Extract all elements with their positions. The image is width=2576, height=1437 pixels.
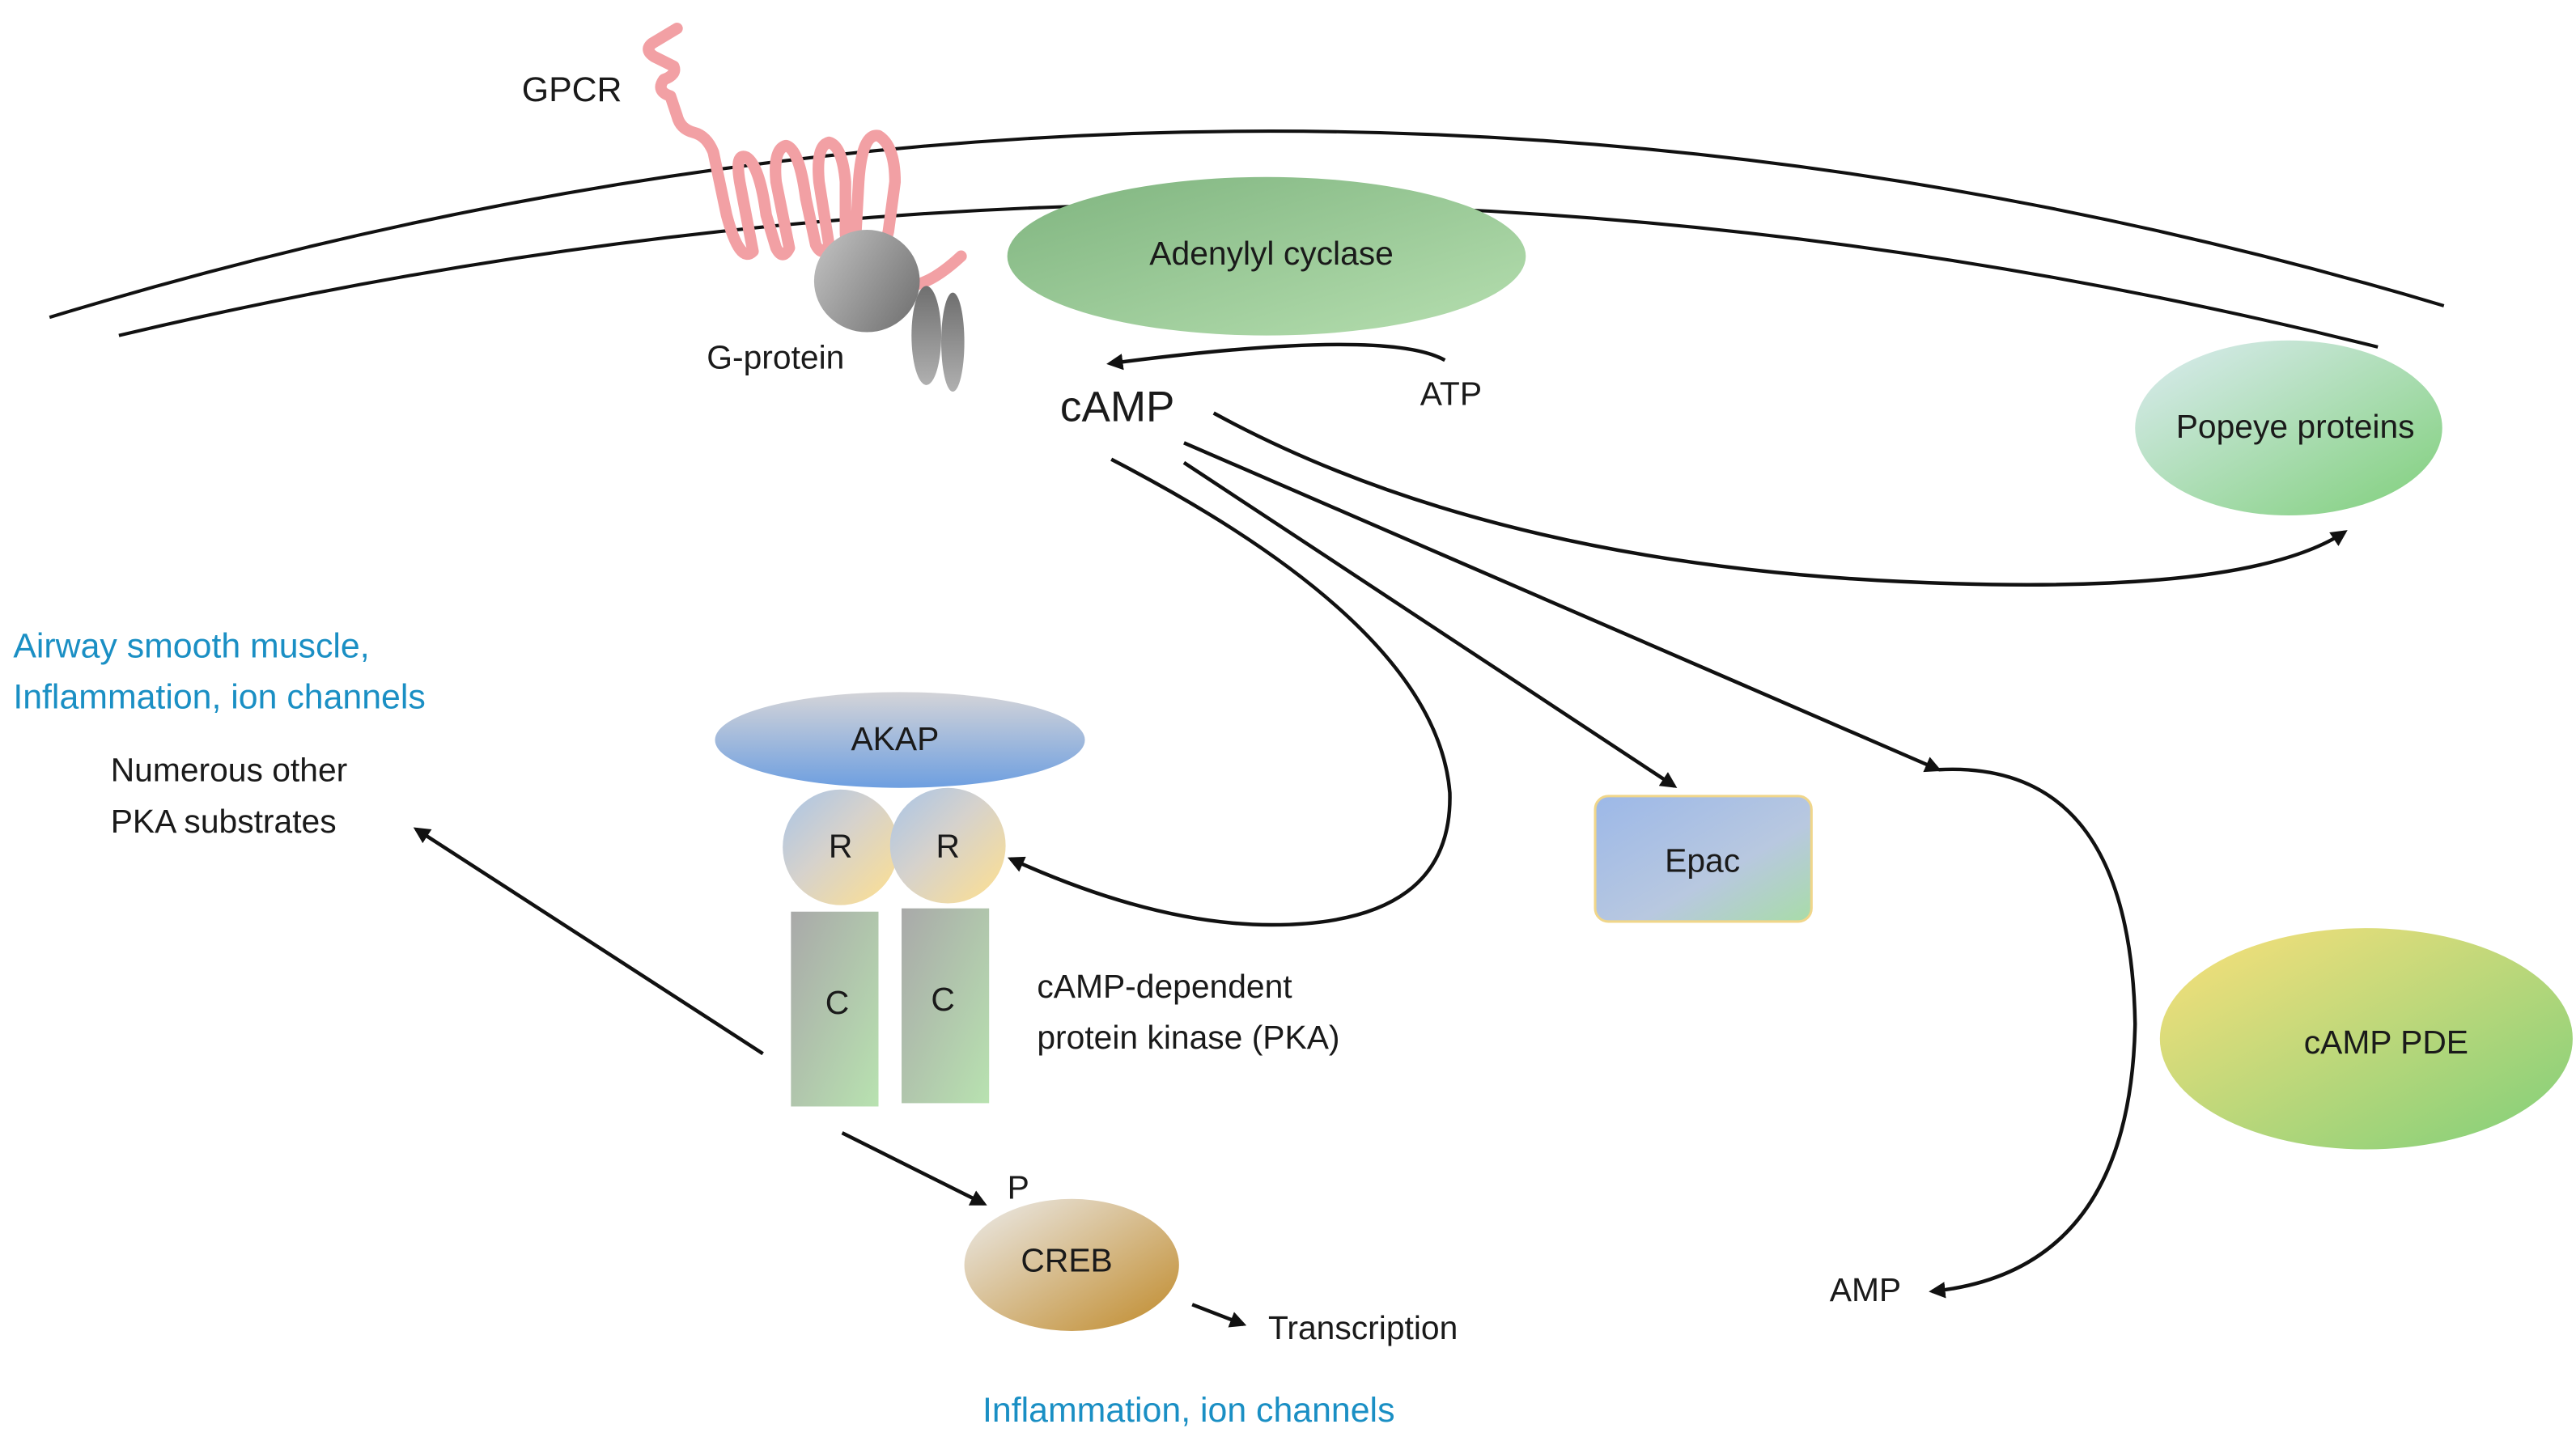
g-protein-label: G-protein — [707, 338, 844, 375]
creb-label: CREB — [1021, 1242, 1112, 1279]
creb-to-transcription-arrow — [1191, 1303, 1247, 1328]
akap-label: AKAP — [851, 720, 939, 757]
pka-catalytic-subunit-1 — [791, 911, 879, 1107]
camp-pde-label: cAMP PDE — [2304, 1024, 2468, 1061]
gpcr-receptor — [643, 22, 967, 292]
epac-label: Epac — [1665, 842, 1740, 880]
r1-label: R — [829, 827, 852, 864]
adenylyl-cyclase — [1007, 176, 1526, 336]
g-protein-alpha — [813, 230, 920, 333]
gpcr-label: GPCR — [522, 70, 622, 109]
pka-to-creb-arrow — [841, 1131, 987, 1206]
akap — [715, 692, 1085, 788]
camp-to-pde-arrow — [1183, 441, 1942, 773]
camp-to-pka-arrow — [1008, 457, 1452, 927]
atp-to-camp-arrow — [1106, 342, 1446, 371]
pka-to-substrates-arrow — [413, 827, 764, 1056]
airway-effects-line1: Airway smooth muscle, — [13, 627, 369, 666]
pka-regulatory-subunit-2 — [889, 787, 1006, 904]
camp-to-popeye-arrow — [1212, 411, 2348, 587]
r2-label: R — [936, 827, 959, 864]
adenylyl-cyclase-label: Adenylyl cyclase — [1149, 235, 1394, 272]
camp-label: cAMP — [1060, 384, 1174, 431]
camp-pde — [2159, 928, 2573, 1150]
phosphate-label: P — [1008, 1169, 1029, 1206]
creb — [964, 1198, 1179, 1331]
c1-label: C — [825, 984, 849, 1021]
substrates-line2: PKA substrates — [111, 803, 337, 840]
pka-regulatory-subunit-1 — [783, 789, 898, 905]
pde-to-amp-arrow — [1929, 767, 2137, 1299]
transcription-label: Transcription — [1268, 1309, 1458, 1346]
g-protein-gamma — [941, 292, 965, 392]
creb-effects-label: Inflammation, ion channels — [982, 1391, 1394, 1430]
atp-label: ATP — [1420, 375, 1482, 412]
epac — [1594, 795, 1813, 923]
airway-effects-line2: Inflammation, ion channels — [13, 678, 425, 717]
pka-label-line1: cAMP-dependent — [1037, 968, 1292, 1005]
popeye-label: Popeye proteins — [2176, 408, 2415, 445]
amp-label: AMP — [1830, 1271, 1901, 1308]
camp-to-epac-arrow — [1182, 460, 1678, 788]
pka-catalytic-subunit-2 — [902, 908, 990, 1104]
g-protein-beta — [911, 286, 942, 385]
popeye-proteins — [2135, 340, 2442, 516]
membrane-outer — [49, 129, 2445, 320]
substrates-line1: Numerous other — [111, 752, 348, 789]
c2-label: C — [931, 981, 954, 1018]
pka-label-line2: protein kinase (PKA) — [1037, 1019, 1339, 1056]
